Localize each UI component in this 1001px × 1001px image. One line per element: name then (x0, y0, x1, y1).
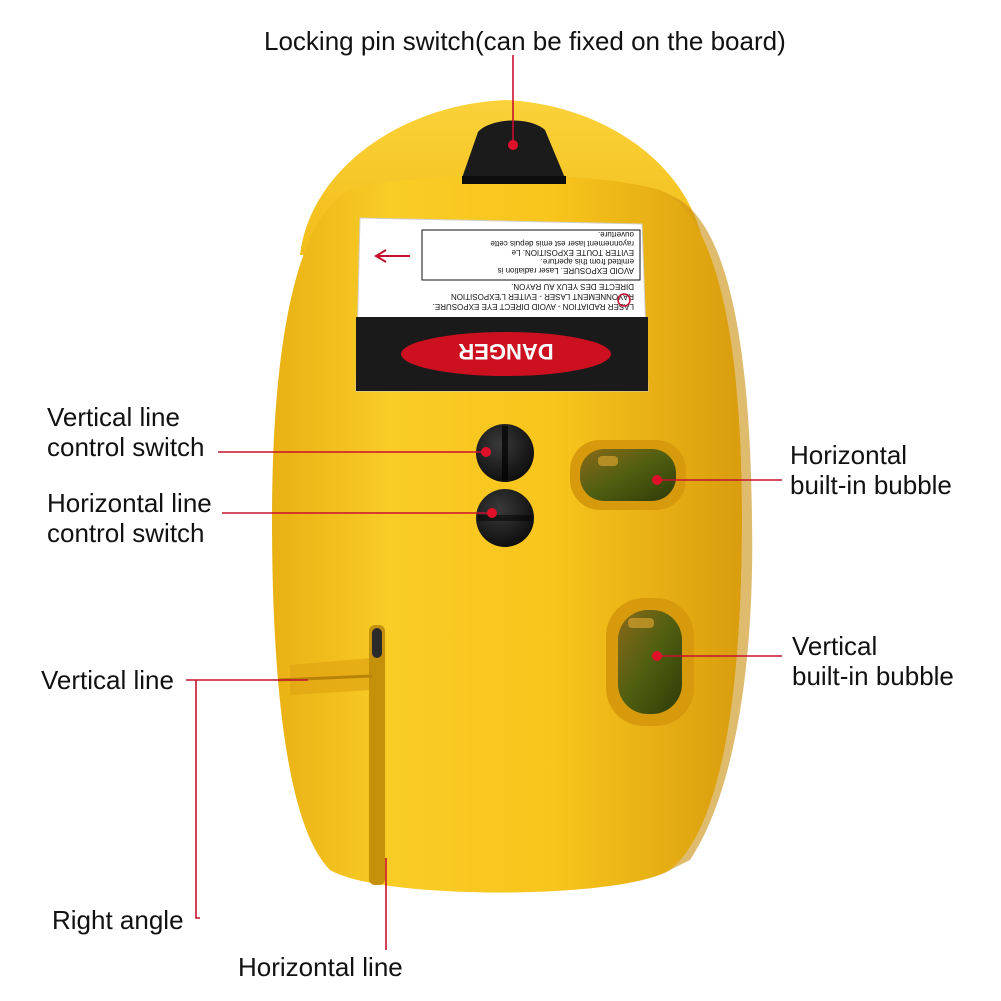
svg-text:rayonnement laser est emis dep: rayonnement laser est emis depuis cette (490, 239, 634, 248)
label-horizontal-bubble-line1: Horizontal (790, 440, 908, 470)
label-horizontal-line: Horizontal line (238, 952, 403, 982)
label-vertical-switch-line2: control switch (47, 432, 205, 462)
label-locking-pin: Locking pin switch(can be fixed on the b… (264, 26, 786, 56)
svg-text:RAYONNEMENT LASER - EVITER L'E: RAYONNEMENT LASER - EVITER L'EXPOSITION (451, 292, 634, 301)
sticker-danger: DANGER (458, 339, 553, 364)
label-vertical-switch-line1: Vertical line (47, 402, 180, 432)
vertical-switch-knob (476, 424, 534, 482)
warning-sticker: DANGER LASER RADIATION - AVOID DIRECT EY… (355, 217, 649, 392)
label-horizontal-bubble-line2: built-in bubble (790, 470, 952, 500)
label-vertical-bubble-line2: built-in bubble (792, 661, 954, 691)
svg-text:EVITER TOUTE EXPOSITION. Le: EVITER TOUTE EXPOSITION. Le (511, 248, 634, 257)
svg-text:emitted from this aperture.: emitted from this aperture. (541, 257, 634, 266)
label-horizontal-switch-line2: control switch (47, 518, 205, 548)
leader-lines (186, 55, 782, 950)
vertical-bubble-vial (606, 598, 694, 726)
svg-text:ouverture.: ouverture. (598, 230, 634, 239)
marker-dots (481, 140, 662, 661)
svg-text:DIRECTE DES YEUX AU RAYON.: DIRECTE DES YEUX AU RAYON. (511, 282, 634, 291)
label-vertical-line: Vertical line (41, 665, 174, 695)
horizontal-switch-knob (476, 489, 534, 547)
horizontal-bubble-vial (570, 440, 686, 510)
svg-text:LASER RADIATION - AVOID DIRECT: LASER RADIATION - AVOID DIRECT EYE EXPOS… (433, 302, 634, 311)
svg-text:AVOID EXPOSURE. Laser radiatio: AVOID EXPOSURE. Laser radiation is (498, 266, 634, 275)
laser-slot (277, 625, 385, 885)
label-vertical-bubble-line1: Vertical (792, 631, 878, 661)
label-horizontal-switch-line1: Horizontal line (47, 488, 212, 518)
label-right-angle: Right angle (52, 905, 184, 935)
